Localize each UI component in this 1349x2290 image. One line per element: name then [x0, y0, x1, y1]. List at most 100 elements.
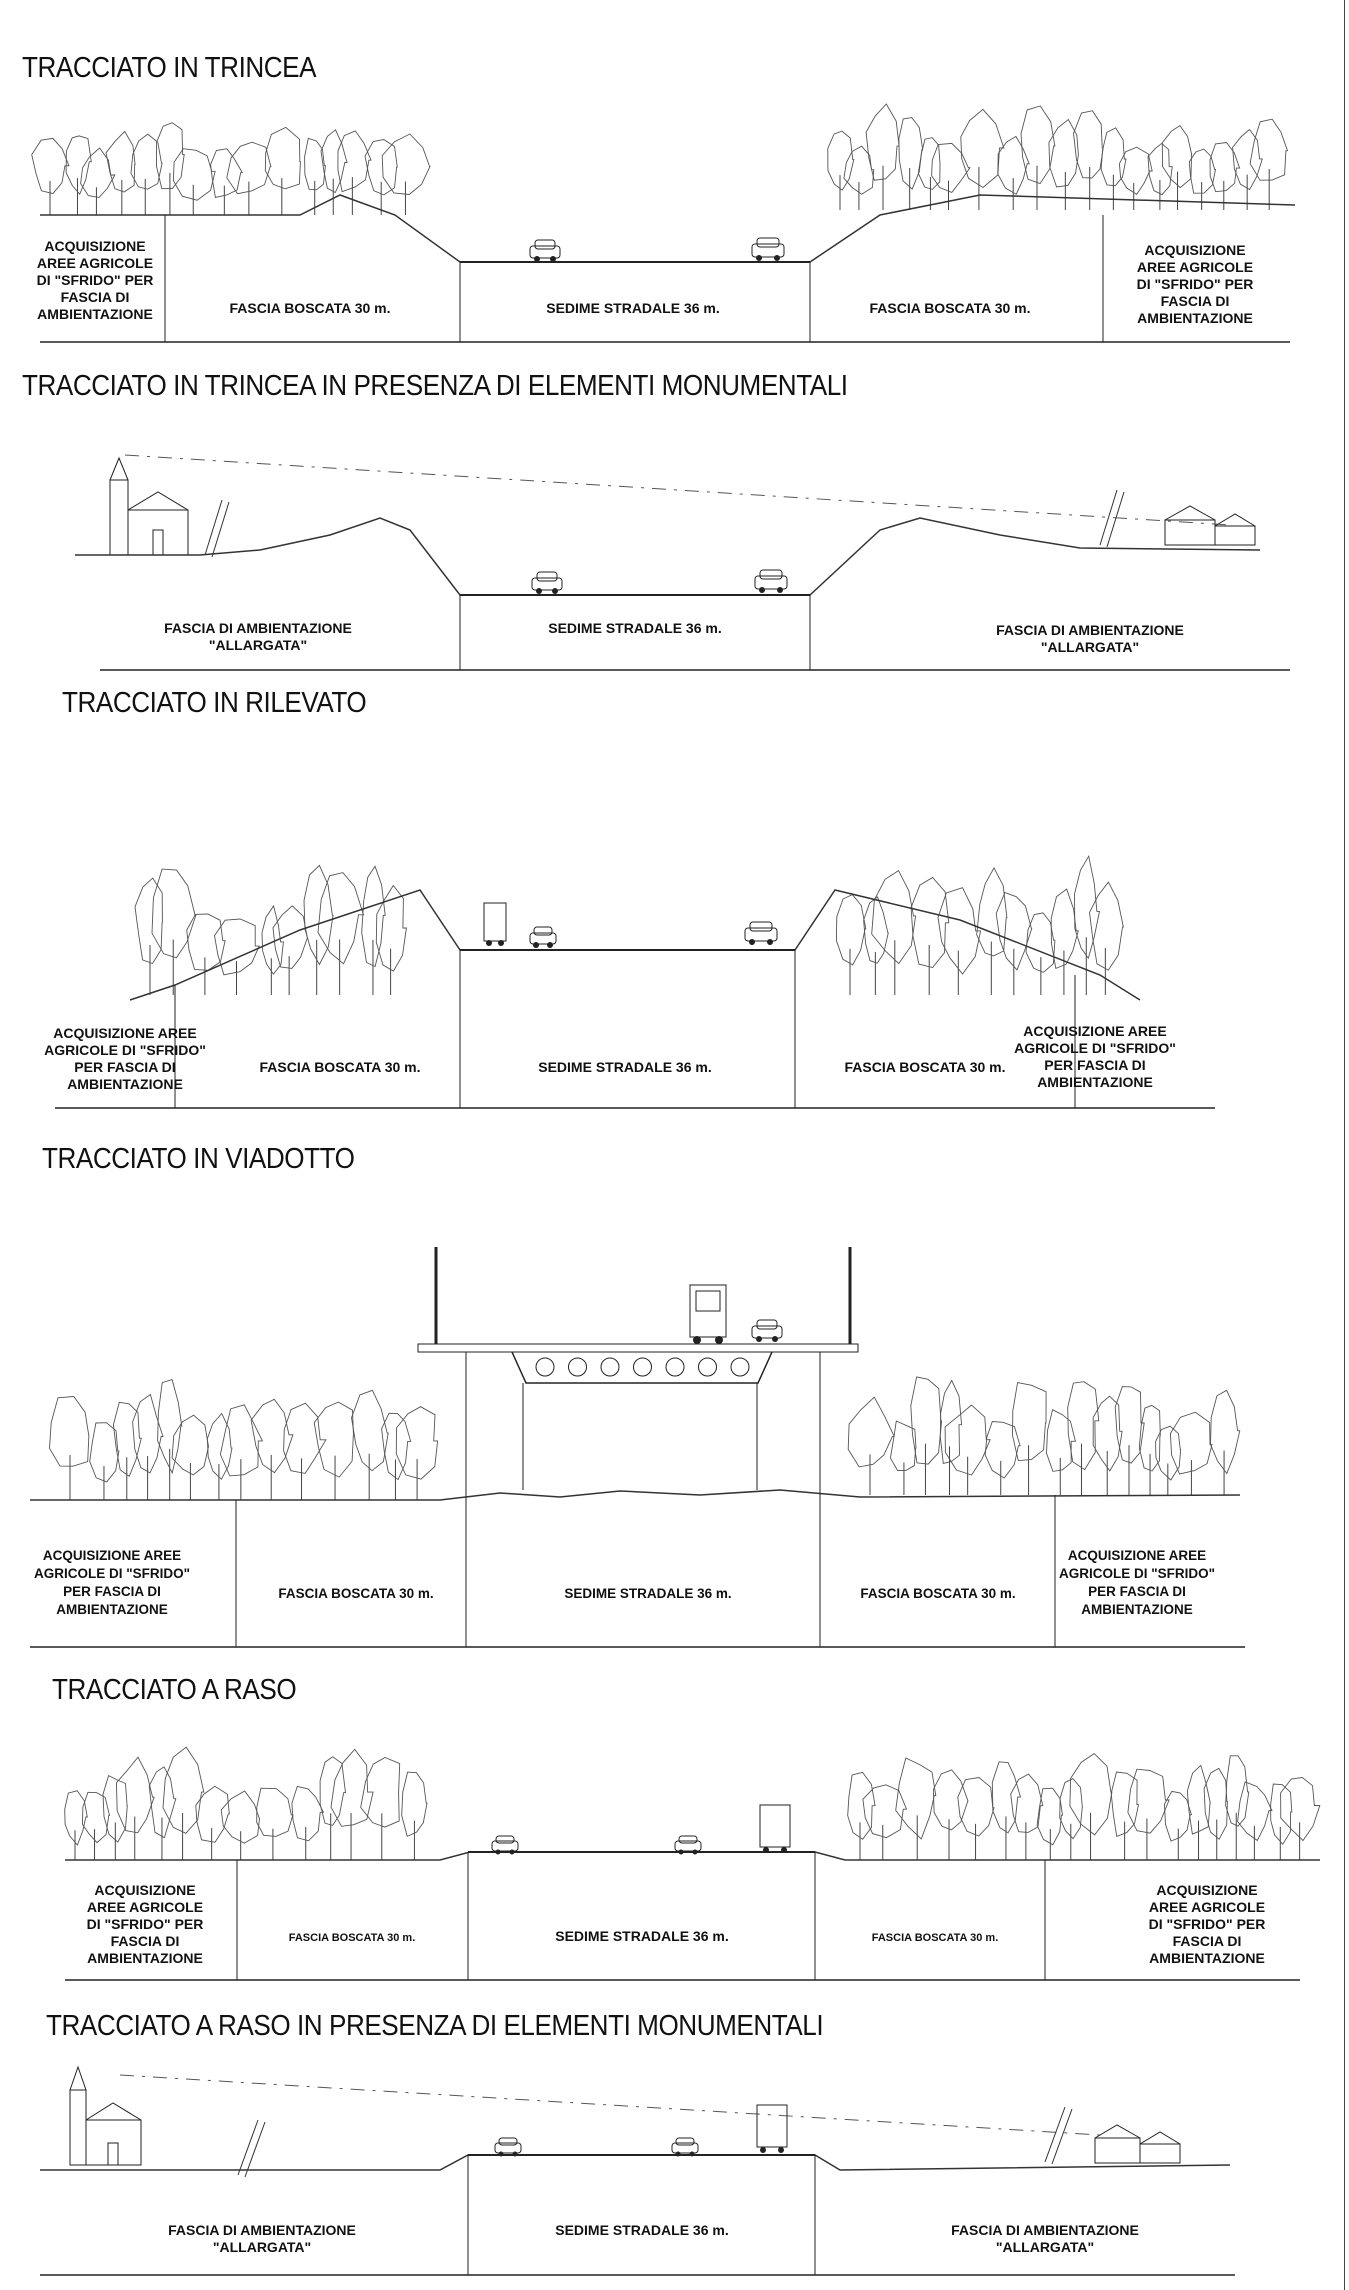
tree-crown	[939, 1379, 963, 1465]
tree-crown	[112, 1401, 142, 1477]
tree-crown	[130, 133, 163, 190]
tree-crown	[172, 148, 216, 201]
tree-crown	[937, 887, 982, 975]
tree-band-left	[64, 1746, 428, 1860]
zone-label: FASCIA DI AMBIENTAZIONE "ALLARGATA"	[164, 620, 352, 653]
tree-crown	[976, 866, 1008, 957]
tree-crown	[1100, 127, 1127, 187]
tree-crown	[917, 137, 941, 190]
tree-crown	[330, 1748, 374, 1827]
sight-line	[119, 2074, 1101, 2136]
tree-crown	[1114, 1386, 1145, 1464]
tree-crown	[395, 1406, 439, 1480]
zone-label: FASCIA BOSCATA 30 m.	[278, 1586, 434, 1601]
section-title: TRACCIATO A RASO	[52, 1674, 297, 1706]
tree-crown	[898, 117, 924, 190]
tree-crown	[89, 1422, 120, 1483]
deck-void	[633, 1357, 652, 1377]
deck-void	[600, 1357, 620, 1377]
tree-crown	[944, 1404, 991, 1476]
tree-crown	[863, 896, 889, 964]
tree-crown	[910, 1376, 943, 1465]
tree-crown	[843, 145, 875, 195]
tree-crown	[186, 913, 226, 971]
tree-crown	[381, 1412, 412, 1481]
sight-line	[124, 454, 1231, 526]
tree-crown	[64, 1790, 88, 1846]
tree-crown	[895, 1757, 937, 1840]
tree-crown	[256, 1787, 294, 1837]
zone-label: SEDIME STRADALE 36 m.	[555, 1928, 729, 1944]
tree-crown	[871, 869, 917, 965]
tree-crown	[1020, 105, 1056, 185]
tree-crown	[102, 1774, 128, 1843]
zone-label: FASCIA DI AMBIENTAZIONE "ALLARGATA"	[168, 2222, 356, 2255]
tree-crown	[226, 141, 272, 195]
tree-crown	[80, 147, 116, 198]
farmhouse-icon	[1164, 505, 1256, 546]
section-title: TRACCIATO A RASO IN PRESENZA DI ELEMENTI…	[46, 2010, 824, 2042]
tree-crown	[1161, 124, 1193, 189]
tree-crown	[1169, 1411, 1213, 1475]
terrain-profile	[129, 889, 1141, 1001]
tree-crown	[862, 1784, 908, 1839]
terrain-profile	[40, 194, 1296, 263]
viaduct-deck	[417, 1247, 859, 1490]
tree-crown	[206, 1412, 233, 1480]
break-mark	[1099, 489, 1125, 548]
tree-crown	[1188, 148, 1217, 194]
car-icon	[754, 569, 788, 593]
tree-crown	[401, 1771, 428, 1837]
tree-crown	[1186, 1764, 1211, 1835]
tree-crown	[303, 864, 334, 966]
tree-crown	[65, 135, 92, 196]
terrain-profile	[65, 1851, 1320, 1861]
zone-label: ACQUISIZIONE AREE AGRICOLE DI "SFRIDO" P…	[1136, 242, 1254, 326]
tree-crown	[1089, 881, 1124, 971]
zone-label: FASCIA BOSCATA 30 m.	[869, 300, 1031, 316]
tree-crown	[157, 1379, 183, 1475]
tree-crown	[364, 139, 398, 196]
tree-crown	[1237, 1781, 1273, 1842]
tree-crown	[835, 894, 867, 966]
tree-band-left	[49, 1379, 439, 1500]
section-title: TRACCIATO IN TRINCEA	[22, 52, 317, 84]
church-icon	[69, 2065, 142, 2166]
tree-crown	[219, 1404, 264, 1477]
tree-crown	[1067, 1381, 1100, 1471]
tree-crown	[1225, 1755, 1250, 1827]
tree-crown	[1046, 1409, 1076, 1472]
tree-crown	[995, 892, 1033, 971]
tree-crown	[1048, 118, 1079, 188]
tree-crown	[151, 868, 197, 959]
trincea-monumentali-cross-section-drawing	[75, 454, 1290, 671]
tree-crown	[132, 1393, 164, 1474]
zone-label: SEDIME STRADALE 36 m.	[538, 1059, 712, 1075]
viadotto-cross-section-drawing	[30, 1247, 1245, 1648]
break-mark	[237, 2119, 266, 2178]
tree-crown	[960, 108, 1005, 189]
tree-crown	[283, 1402, 327, 1474]
tree-crown	[337, 130, 372, 193]
truck-icon	[689, 1284, 727, 1344]
deck-void	[698, 1357, 717, 1377]
tree-crown	[1203, 1767, 1228, 1840]
zone-label: FASCIA BOSCATA 30 m.	[844, 1059, 1006, 1075]
tree-band-right	[835, 854, 1124, 995]
deck-voids	[535, 1357, 750, 1377]
tree-crown	[932, 1769, 969, 1831]
tree-crown	[1110, 1771, 1140, 1838]
tree-crown	[148, 1766, 177, 1839]
tree-crown	[1074, 854, 1101, 960]
tree-crown	[381, 133, 431, 195]
zone-label: ACQUISIZIONE AREE AGRICOLE DI "SFRIDO" P…	[33, 1548, 191, 1617]
tree-crown	[81, 1791, 111, 1844]
tree-crown	[1118, 146, 1153, 196]
tree-crown	[291, 1785, 325, 1842]
truck-icon	[483, 902, 507, 946]
tree-crown	[31, 137, 70, 195]
zone-label: SEDIME STRADALE 36 m.	[555, 2222, 729, 2238]
tree-crown	[351, 1389, 389, 1472]
section-a-raso-monumentali: TRACCIATO A RASO IN PRESENZA DI ELEMENTI…	[0, 1990, 1349, 2290]
section-title: TRACCIATO IN TRINCEA IN PRESENZA DI ELEM…	[22, 370, 848, 402]
